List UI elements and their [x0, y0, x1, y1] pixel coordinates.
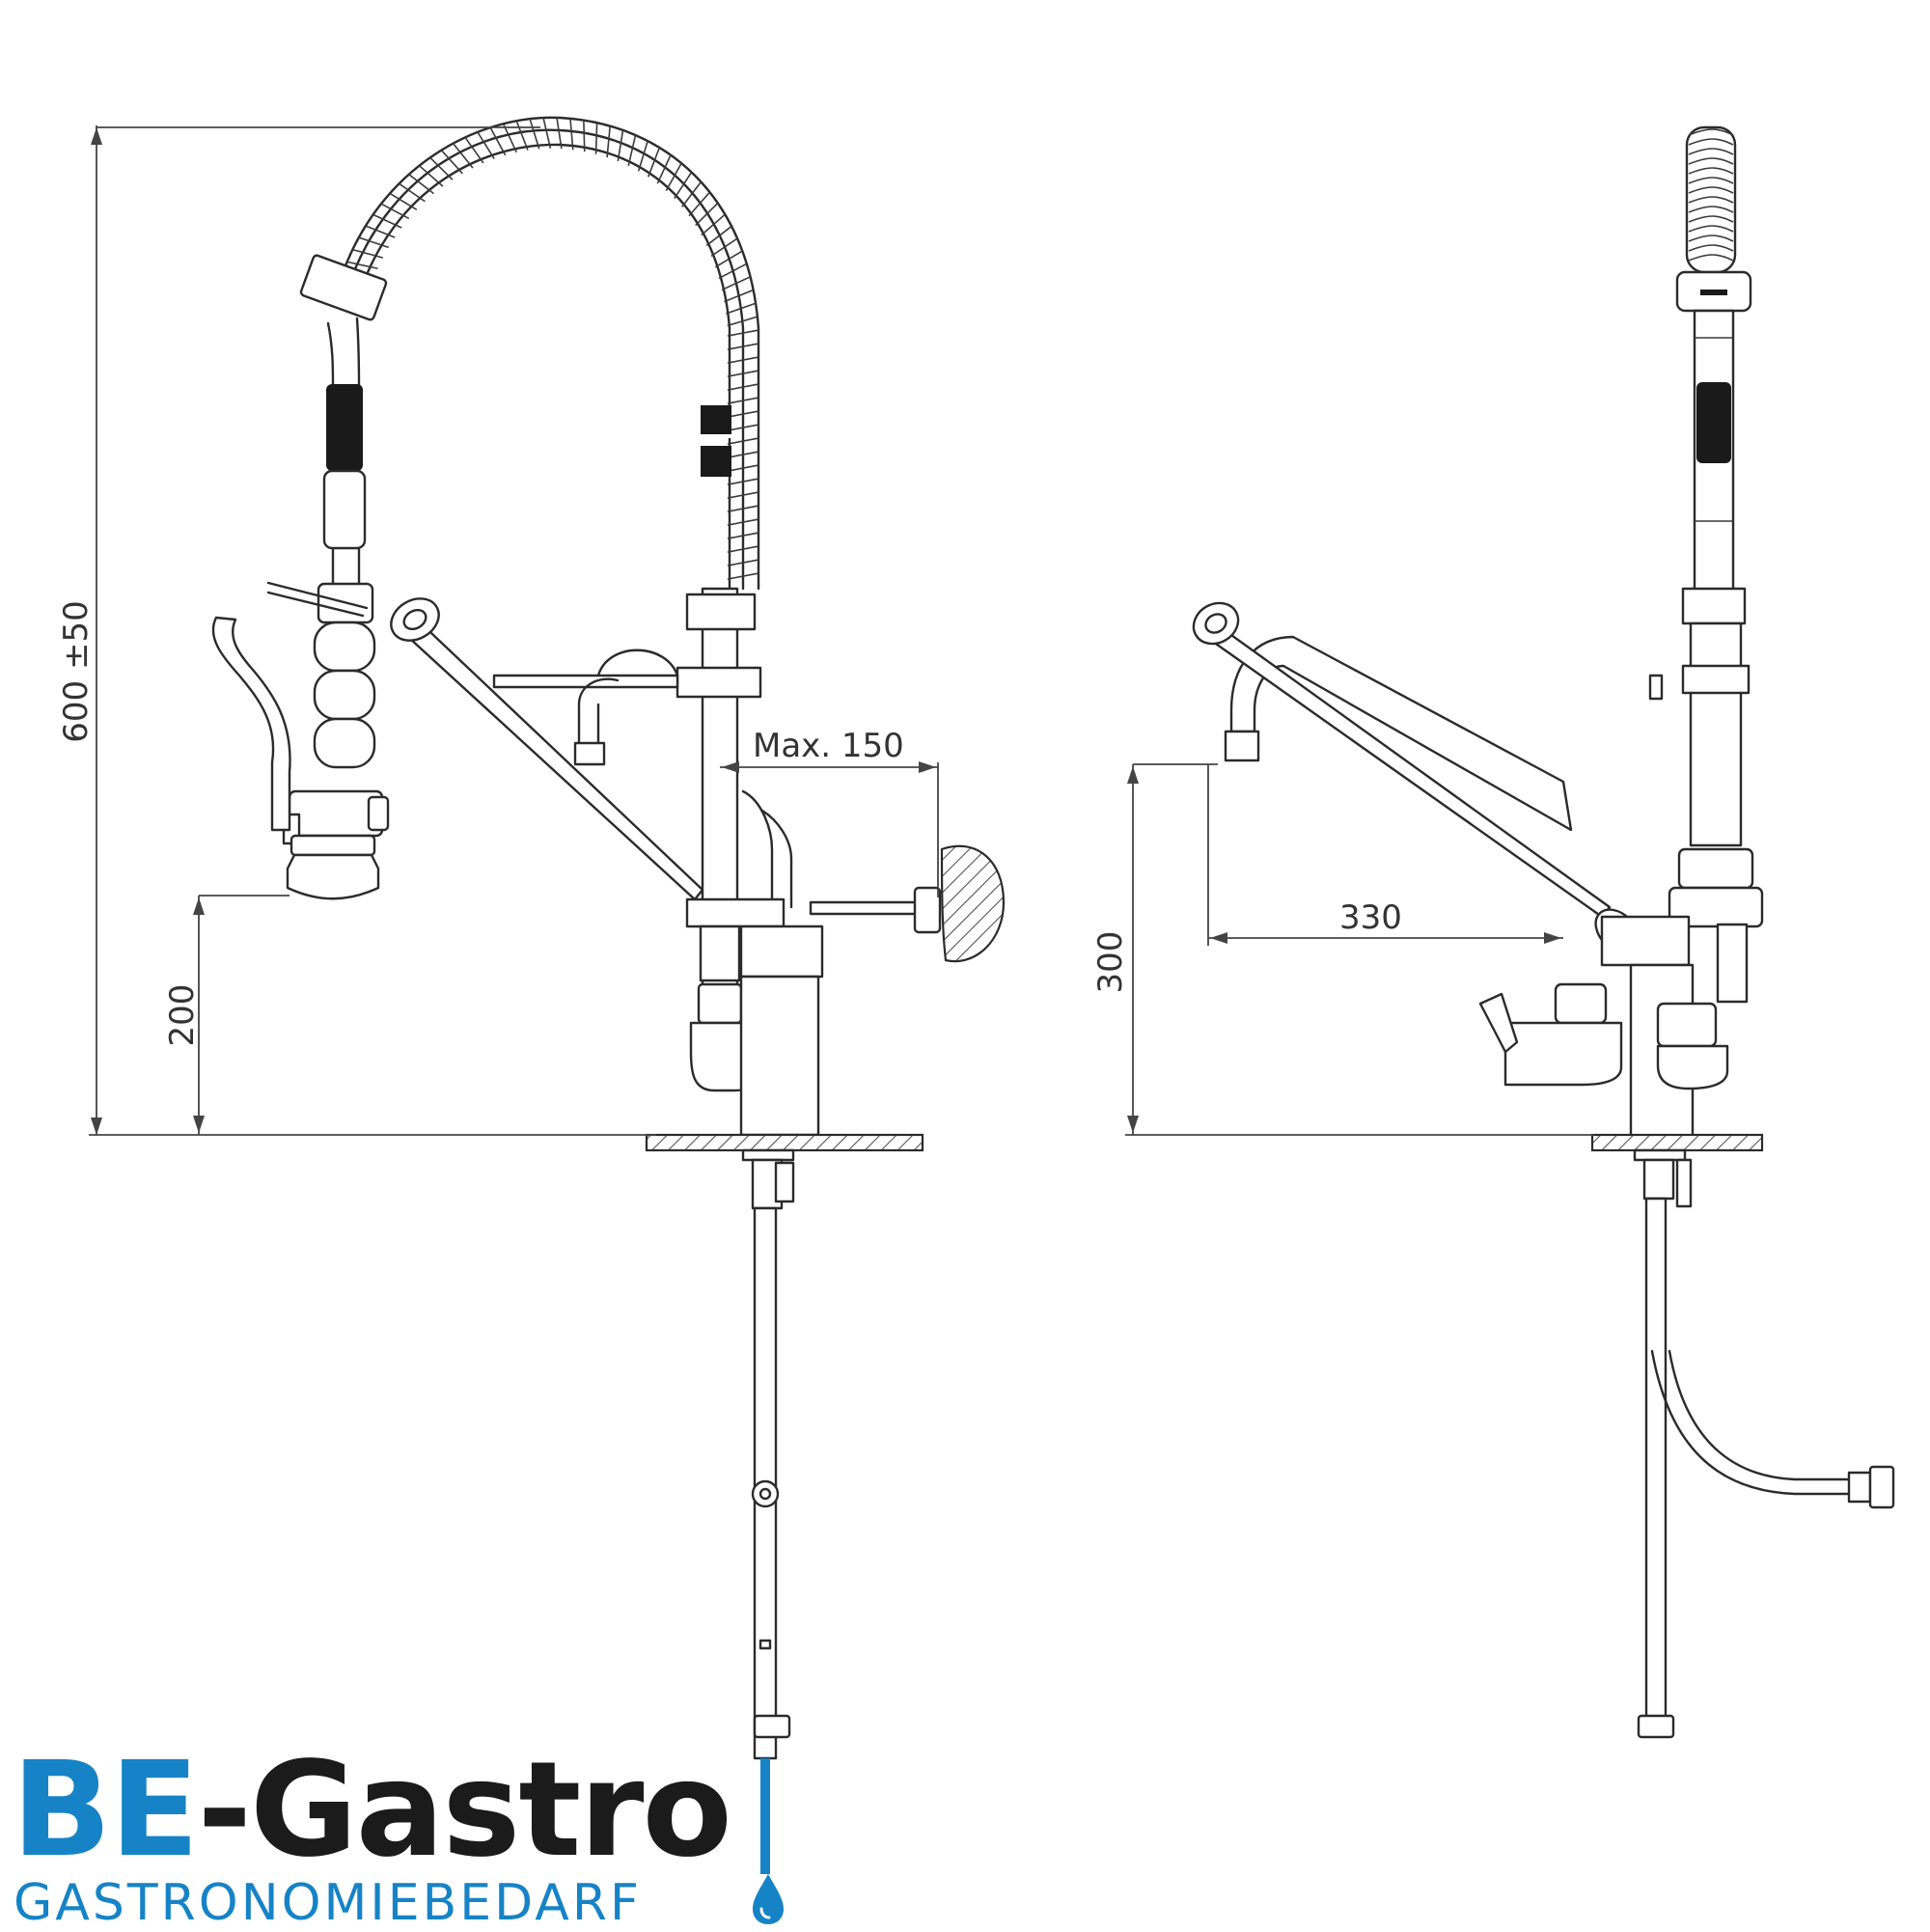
front-view: 600 ±50 200 Max. 150	[57, 116, 1006, 1760]
brand-tagline: GASTRONOMIEBEDARF	[14, 1874, 642, 1932]
water-drop-icon	[753, 1874, 784, 1924]
lever-handle-side	[1204, 623, 1612, 919]
dim-reach: Max. 150	[753, 727, 904, 765]
side-view: 300 330	[1091, 125, 1895, 1739]
spout-side	[1229, 635, 1573, 832]
spray-nozzle	[286, 853, 380, 900]
brand-logo: BE-Gastro GASTRONOMIEBEDARF	[12, 1745, 803, 1928]
brand-name-accent: BE	[12, 1734, 200, 1887]
dim-spout-reach: 330	[1339, 898, 1402, 937]
spray-head-top	[299, 254, 388, 321]
countertop	[645, 1133, 924, 1152]
dim-spout-height: 300	[1091, 931, 1130, 994]
dim-total-height: 600 ±50	[57, 600, 96, 742]
wall-bracket-knob	[940, 844, 1006, 963]
trigger-lever	[211, 616, 291, 832]
mixer-body-side	[1503, 1021, 1623, 1087]
dim-head-height: 200	[163, 984, 202, 1047]
coil-spring	[338, 116, 760, 591]
mixer-body	[739, 925, 824, 979]
supply-hose-side	[1644, 1197, 1668, 1737]
hose-grip	[326, 384, 363, 471]
spout-arm	[492, 674, 679, 689]
brand-divider	[760, 1758, 770, 1874]
brand-name-rest: -Gastro	[197, 1734, 732, 1887]
pre-rinse-valve	[211, 581, 390, 900]
lever-handle	[390, 597, 704, 901]
pillar-side	[1689, 621, 1743, 847]
brand-name: BE-Gastro	[12, 1745, 732, 1876]
countertop-side	[1590, 1133, 1764, 1152]
